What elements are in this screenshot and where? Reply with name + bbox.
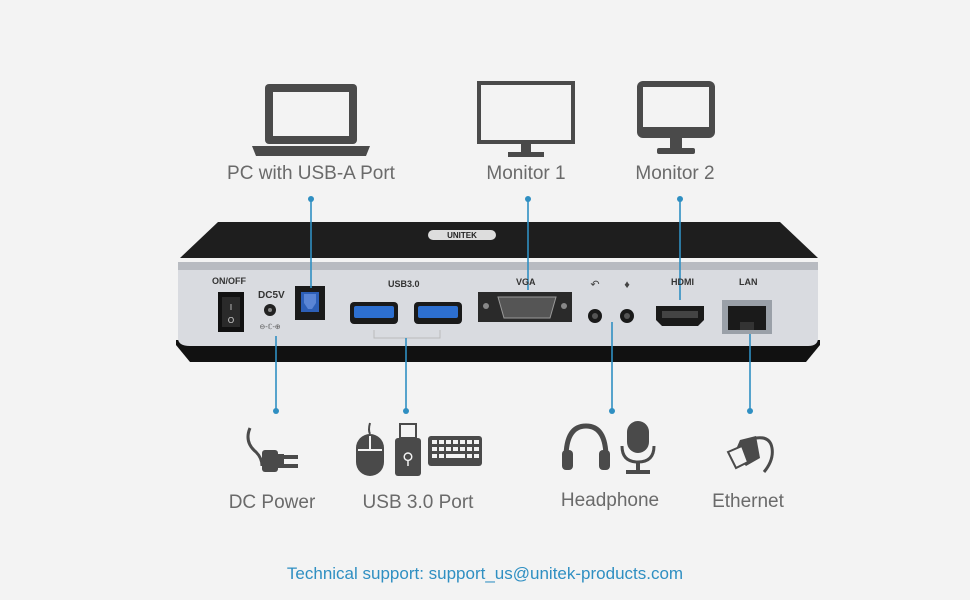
usb-a-port-2 xyxy=(414,302,462,324)
svg-text:⊖-ℂ-⊕: ⊖-ℂ-⊕ xyxy=(259,323,280,331)
lan-port xyxy=(722,300,772,334)
usb-port-label: USB 3.0 Port xyxy=(362,492,474,513)
ethernet-cable-icon xyxy=(726,436,774,473)
hdmi-label: HDMI xyxy=(671,277,694,287)
svg-text:O: O xyxy=(228,316,234,325)
headphones-icon xyxy=(562,423,610,470)
monitor2-label: Monitor 2 xyxy=(635,163,715,184)
laptop-icon xyxy=(252,84,370,156)
pc-label: PC with USB-A Port xyxy=(227,163,395,184)
microphone-icon xyxy=(620,421,656,474)
connector-lines xyxy=(273,196,753,414)
ethernet-label: Ethernet xyxy=(712,491,784,512)
usb-drive-icon: ⚲ xyxy=(395,423,421,476)
usb30-label: USB3.0 xyxy=(388,279,420,289)
monitor-icon-2 xyxy=(637,81,715,154)
keyboard-icon xyxy=(428,436,482,466)
power-switch: I O xyxy=(218,292,244,332)
monitor-icon xyxy=(477,81,575,157)
audio-jacks: ↶ ♦ xyxy=(588,279,634,323)
svg-text:⚲: ⚲ xyxy=(402,451,414,468)
monitor1-label: Monitor 1 xyxy=(486,163,566,184)
usb-a-port-1 xyxy=(350,302,398,324)
usb-b-port xyxy=(295,286,325,320)
svg-text:I: I xyxy=(230,303,232,312)
svg-text:♦: ♦ xyxy=(624,279,630,291)
mouse-icon xyxy=(356,422,384,476)
svg-text:↶: ↶ xyxy=(590,279,599,291)
dc5v-label: DC5V xyxy=(258,290,285,301)
headphone-label: Headphone xyxy=(560,490,660,511)
vga-label: VGA xyxy=(516,277,536,287)
dc-power-label: DC Power xyxy=(228,492,316,513)
onoff-label: ON/OFF xyxy=(212,276,246,286)
hdmi-port xyxy=(656,306,704,326)
lan-label: LAN xyxy=(739,277,758,287)
power-plug-icon xyxy=(246,427,298,472)
dc-jack: ⊖-ℂ-⊕ xyxy=(259,304,281,331)
brand-logo: UNITEK xyxy=(447,231,477,240)
support-text: Technical support: support_us@unitek-pro… xyxy=(286,564,684,583)
vga-port xyxy=(478,292,572,322)
